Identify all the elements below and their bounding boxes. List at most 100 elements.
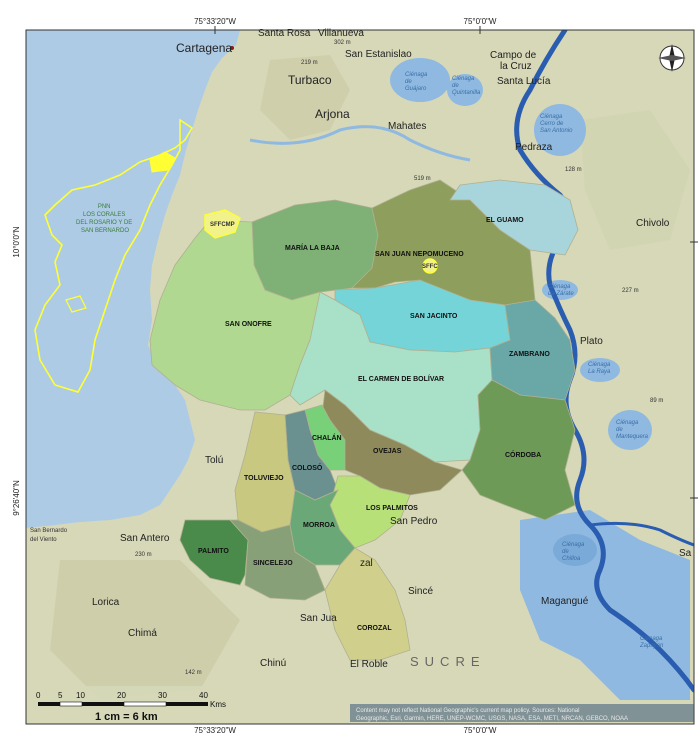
park-label-line-1: PNN xyxy=(98,204,111,210)
town-san-estanislao: San Estanislao xyxy=(345,49,412,60)
region-label-sucre: SUCRE xyxy=(410,654,486,669)
sfc-small-label: SFFCMP xyxy=(210,222,235,228)
lake-guajaro xyxy=(390,58,450,102)
water-cerro-line-1: Ciénaga xyxy=(540,114,563,120)
scale-tick-5: 5 xyxy=(58,691,63,700)
town-villanueva: Villanueva xyxy=(318,28,364,39)
town-tolu: Tolú xyxy=(205,455,223,466)
muni-label-coloso: COLOSÓ xyxy=(292,463,323,472)
water-quintanilla-line-2: de xyxy=(452,83,459,89)
canal-del-dique xyxy=(249,125,471,162)
town-arjona: Arjona xyxy=(315,107,350,121)
lat-label-upper: 10°0'0"N xyxy=(12,226,21,257)
town-mahates: Mahates xyxy=(388,121,426,132)
town-lorica: Lorica xyxy=(92,597,120,608)
scale-seg-2 xyxy=(59,701,83,707)
muni-label-san-juan-nepomuceno: SAN JUAN NEPOMUCENO xyxy=(375,251,464,258)
magdalena-branch xyxy=(589,521,695,547)
water-quintanilla-line-3: Quintanilla xyxy=(452,90,481,96)
elev-128: 128 m xyxy=(565,167,582,173)
sfc-small-outline xyxy=(204,209,241,239)
town-plato: Plato xyxy=(580,336,603,347)
water-chilloa: Ciénaga de Chilloa xyxy=(562,542,586,562)
town-pedraza: Pedraza xyxy=(515,142,553,153)
scale-tick-30: 30 xyxy=(158,691,167,700)
muni-label-toluviejo: TOLUVIEJO xyxy=(244,475,284,482)
map-border xyxy=(25,29,695,725)
water-guajaro-line-1: Ciénaga xyxy=(405,72,428,78)
town-san-bernardo-line-2: del Viento xyxy=(30,537,57,543)
scale-seg-5 xyxy=(166,702,208,706)
town-san-antero: San Antero xyxy=(120,533,170,544)
water-cerro-line-3: San Antonio xyxy=(540,128,573,134)
attribution-text-line-2: Geographic, Esri, Garmin, HERE, UNEP-WCM… xyxy=(356,716,628,722)
elev-89: 89 m xyxy=(650,398,663,404)
scale-seg-4 xyxy=(123,701,167,707)
muni-el-guamo xyxy=(449,179,579,256)
frame-right-bar xyxy=(694,0,700,734)
muni-label-los-palmitos: LOS PALMITOS xyxy=(366,505,418,512)
town-san-bernardo: San Bernardo del Viento xyxy=(30,528,69,543)
frame-left-bar xyxy=(0,0,26,734)
town-santa-rosa: Santa Rosa xyxy=(258,28,311,39)
attribution-background xyxy=(350,704,694,722)
scale-unit: Kms xyxy=(210,700,226,709)
lon-label-bottom-left: 75°33'20"W xyxy=(194,726,236,734)
town-chinu: Chinú xyxy=(260,658,286,669)
lake-mantequera xyxy=(608,410,652,450)
elev-230: 230 m xyxy=(135,552,152,558)
scale-tick-10: 10 xyxy=(76,691,85,700)
elev-302: 302 m xyxy=(334,40,351,46)
town-magangue: Magangué xyxy=(541,596,589,607)
water-mantequera-line-2: de xyxy=(616,427,623,433)
town-san-juan: San Jua xyxy=(300,613,337,624)
muni-label-ovejas: OVEJAS xyxy=(373,448,402,455)
lake-cerro-san-antonio xyxy=(534,104,586,156)
lake-quintanilla xyxy=(447,74,483,106)
town-marker-cartagena xyxy=(230,46,234,50)
elev-142: 142 m xyxy=(185,670,202,676)
water-zarate: Ciénaga de Zárate xyxy=(548,284,574,297)
park-label: PNN LOS CORALES DEL ROSARIO Y DE SAN BER… xyxy=(76,204,134,234)
water-zapayan-line-1: Ciénaga xyxy=(640,636,663,642)
town-san-bernardo-line-1: San Bernardo xyxy=(30,528,68,534)
scale-seg-3 xyxy=(82,702,124,706)
town-campo-line-1: Campo de xyxy=(490,50,537,61)
lon-label-bottom-right: 75°0'0"W xyxy=(464,726,497,734)
water-cerro-line-2: Cerro de xyxy=(540,121,564,127)
water-zarate-line-2: de Zárate xyxy=(548,291,574,297)
town-zal: zal xyxy=(360,558,373,569)
sfc-center-marker xyxy=(422,258,438,274)
attribution-text-line-1: Content may not reflect National Geograp… xyxy=(356,708,579,714)
muni-label-palmito: PALMITO xyxy=(198,548,229,555)
relief-patch-east xyxy=(580,110,690,250)
elev-227: 227 m xyxy=(622,288,639,294)
lon-label-top-left: 75°33'20"W xyxy=(194,17,236,26)
muni-sincelejo xyxy=(229,519,326,601)
water-la-raya-line-1: Ciénaga xyxy=(588,362,611,368)
scale-tick-0: 0 xyxy=(36,691,41,700)
water-la-raya: Ciénaga La Raya xyxy=(588,362,612,375)
scale-note: 1 cm = 6 km xyxy=(95,711,158,723)
muni-label-zambrano: ZAMBRANO xyxy=(509,351,550,358)
muni-label-morroa: MORROA xyxy=(303,522,335,529)
frame-bottom-bar xyxy=(0,724,700,734)
water-quintanilla: Ciénaga de Quintanilla xyxy=(452,76,481,96)
relief-patch-north xyxy=(260,55,350,140)
water-mantequera-line-3: Mantequera xyxy=(616,434,649,440)
lat-label-lower: 9°26'40"N xyxy=(12,480,21,516)
lon-label-top-right: 75°0'0"W xyxy=(464,17,497,26)
muni-label-san-jacinto: SAN JACINTO xyxy=(410,313,458,320)
muni-label-sincelejo: SINCELEJO xyxy=(253,560,293,567)
water-guajaro-line-3: Guájaro xyxy=(405,86,427,92)
town-chivolo: Chivolo xyxy=(636,218,670,229)
town-campo-de-la-cruz: Campo de la Cruz xyxy=(490,50,539,72)
muni-label-corozal: COROZAL xyxy=(357,625,392,632)
elev-219: 219 m xyxy=(301,60,318,66)
water-chilloa-line-3: Chilloa xyxy=(562,556,581,562)
water-zapayan-line-2: Zapayán xyxy=(639,643,664,649)
scale-tick-20: 20 xyxy=(117,691,126,700)
park-label-line-3: DEL ROSARIO Y DE xyxy=(76,220,132,226)
